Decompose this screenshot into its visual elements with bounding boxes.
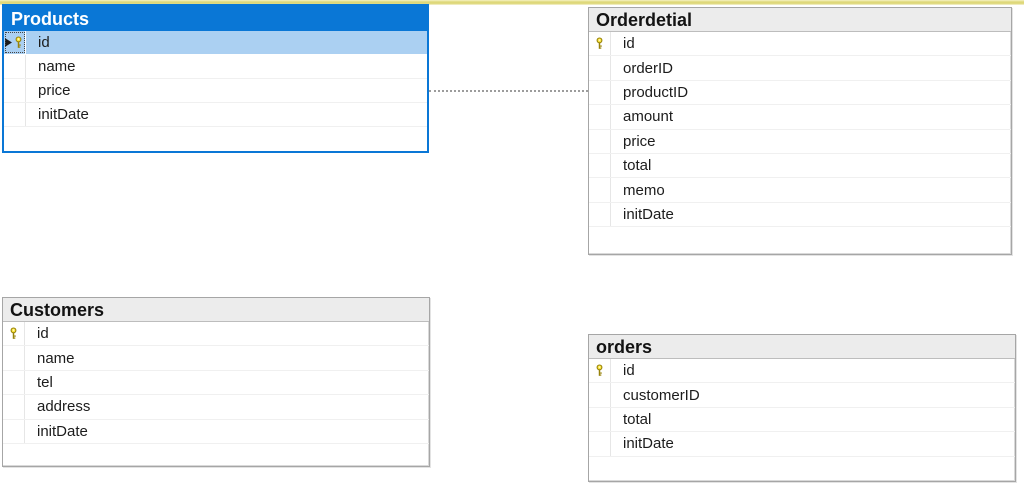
row-selector-cell[interactable] [4, 55, 26, 78]
table-body: id orderID productID amount price total … [589, 32, 1011, 228]
row-selector-cell[interactable] [589, 32, 611, 56]
window-top-edge-strip [0, 0, 1024, 5]
row-selector-cell[interactable] [3, 419, 25, 443]
table-column-row[interactable]: orderID [589, 56, 1011, 81]
table-column-row[interactable]: address [3, 395, 429, 420]
row-selector-cell[interactable] [589, 129, 611, 153]
column-name: tel [37, 373, 53, 391]
table-column-row[interactable]: initDate [589, 202, 1011, 228]
column-name: customerID [623, 386, 700, 404]
row-selector-cell[interactable] [4, 31, 26, 54]
row-selector-cell[interactable] [589, 202, 611, 227]
column-name: name [37, 349, 75, 367]
table-column-row[interactable]: name [4, 55, 427, 79]
column-name: id [38, 34, 50, 51]
table-column-row[interactable]: price [589, 129, 1011, 154]
key-icon [10, 327, 17, 340]
table-header[interactable]: orders [589, 335, 1015, 359]
row-selector-cell[interactable] [589, 407, 611, 432]
table-column-row[interactable]: total [589, 153, 1011, 179]
table-column-row[interactable]: initDate [3, 419, 429, 444]
row-selector-cell[interactable] [589, 56, 611, 80]
relationship-line-products-orderdetial[interactable] [429, 90, 588, 92]
column-name: total [623, 410, 652, 428]
table-column-row[interactable]: id [589, 32, 1011, 57]
row-selector-cell[interactable] [3, 395, 25, 419]
column-name: initDate [38, 106, 89, 123]
table-column-row[interactable]: id [589, 359, 1015, 384]
table-header[interactable]: Products [4, 6, 427, 31]
column-name: orderID [623, 59, 674, 77]
column-name: initDate [37, 422, 88, 440]
table-title: Customers [10, 299, 105, 320]
key-icon [596, 37, 603, 50]
column-name: price [623, 132, 656, 150]
table-body: id customerID total initDate [589, 359, 1015, 457]
table-title: orders [596, 336, 653, 357]
table-column-row[interactable]: total [589, 407, 1015, 433]
table-column-row[interactable]: amount [589, 105, 1011, 130]
table-column-row[interactable]: customerID [589, 383, 1015, 408]
column-name: initDate [623, 205, 674, 223]
table-column-row[interactable]: initDate [4, 103, 427, 127]
column-name: memo [623, 181, 665, 199]
table-products[interactable]: Products id name price initDate [2, 4, 429, 153]
column-name: amount [623, 108, 674, 126]
table-column-row[interactable]: id [4, 31, 427, 55]
table-header[interactable]: Orderdetial [589, 8, 1011, 32]
key-icon [596, 364, 603, 377]
row-selector-cell[interactable] [589, 359, 611, 383]
row-selector-cell[interactable] [589, 105, 611, 129]
table-title: Orderdetial [596, 9, 693, 30]
column-name: productID [623, 83, 689, 101]
column-name: id [37, 325, 49, 343]
table-title: Products [11, 8, 90, 29]
row-selector-cell[interactable] [589, 432, 611, 456]
column-name: id [623, 35, 635, 53]
row-selector-cell[interactable] [3, 370, 25, 395]
table-column-row[interactable]: memo [589, 178, 1011, 203]
row-selector-cell[interactable] [589, 153, 611, 178]
column-name: address [37, 398, 91, 416]
table-column-row[interactable]: name [3, 346, 429, 371]
table-customers[interactable]: Customers id name tel address initDate [2, 297, 430, 467]
column-name: initDate [623, 435, 674, 453]
column-name: price [38, 82, 71, 99]
row-selector-cell[interactable] [589, 383, 611, 407]
table-column-row[interactable]: price [4, 79, 427, 103]
row-selector-cell[interactable] [589, 80, 611, 105]
table-column-row[interactable]: initDate [589, 432, 1015, 457]
row-selector-cell[interactable] [4, 103, 26, 126]
table-orderdetial[interactable]: Orderdetial id orderID productID amount … [588, 7, 1012, 255]
column-name: id [623, 362, 635, 380]
column-name: name [38, 58, 76, 75]
row-selector-cell[interactable] [589, 178, 611, 202]
table-body: id name price initDate [4, 31, 427, 127]
table-body: id name tel address initDate [3, 322, 429, 444]
row-selector-cell[interactable] [4, 79, 26, 102]
key-icon [15, 36, 22, 48]
column-name: total [623, 157, 652, 175]
table-orders[interactable]: orders id customerID total initDate [588, 334, 1016, 482]
row-selector-cell[interactable] [3, 346, 25, 370]
row-marker-arrow-icon [5, 38, 12, 47]
table-column-row[interactable]: id [3, 322, 429, 347]
table-column-row[interactable]: productID [589, 80, 1011, 106]
row-selector-cell[interactable] [3, 322, 25, 346]
table-column-row[interactable]: tel [3, 370, 429, 396]
table-header[interactable]: Customers [3, 298, 429, 322]
